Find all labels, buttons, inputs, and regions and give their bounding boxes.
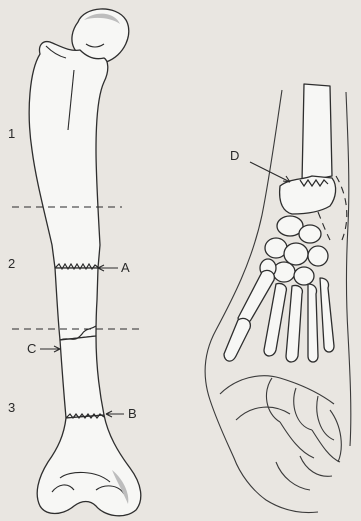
callout-c: C	[27, 341, 60, 356]
callout-d: D	[230, 148, 290, 182]
zone-label-1: 1	[8, 126, 15, 141]
zone-label-2: 2	[8, 256, 15, 271]
metacarpal-ring	[308, 284, 318, 362]
wrist-hand-illustration	[205, 84, 351, 513]
radius-bone	[302, 84, 332, 182]
ulna-outline-dashed	[336, 176, 347, 240]
thumb-phalanx	[224, 318, 250, 361]
fracture-label-b: B	[128, 406, 137, 421]
femur-lower-shaft	[60, 336, 104, 418]
metacarpal-index	[264, 283, 286, 356]
metacarpal-little	[320, 278, 334, 352]
femur-distal	[37, 415, 141, 516]
fracture-label-a: A	[121, 260, 130, 275]
thumb-metacarpal	[238, 270, 274, 324]
curled-fingers	[266, 378, 341, 462]
callout-b: B	[106, 406, 137, 421]
metacarpal-middle	[286, 285, 302, 362]
fracture-label-c: C	[27, 341, 36, 356]
callout-a: A	[98, 260, 130, 275]
zone-label-3: 3	[8, 400, 15, 415]
fracture-label-d: D	[230, 148, 239, 163]
hand-skin-outline-right	[346, 92, 351, 446]
femur-proximal	[29, 42, 108, 268]
